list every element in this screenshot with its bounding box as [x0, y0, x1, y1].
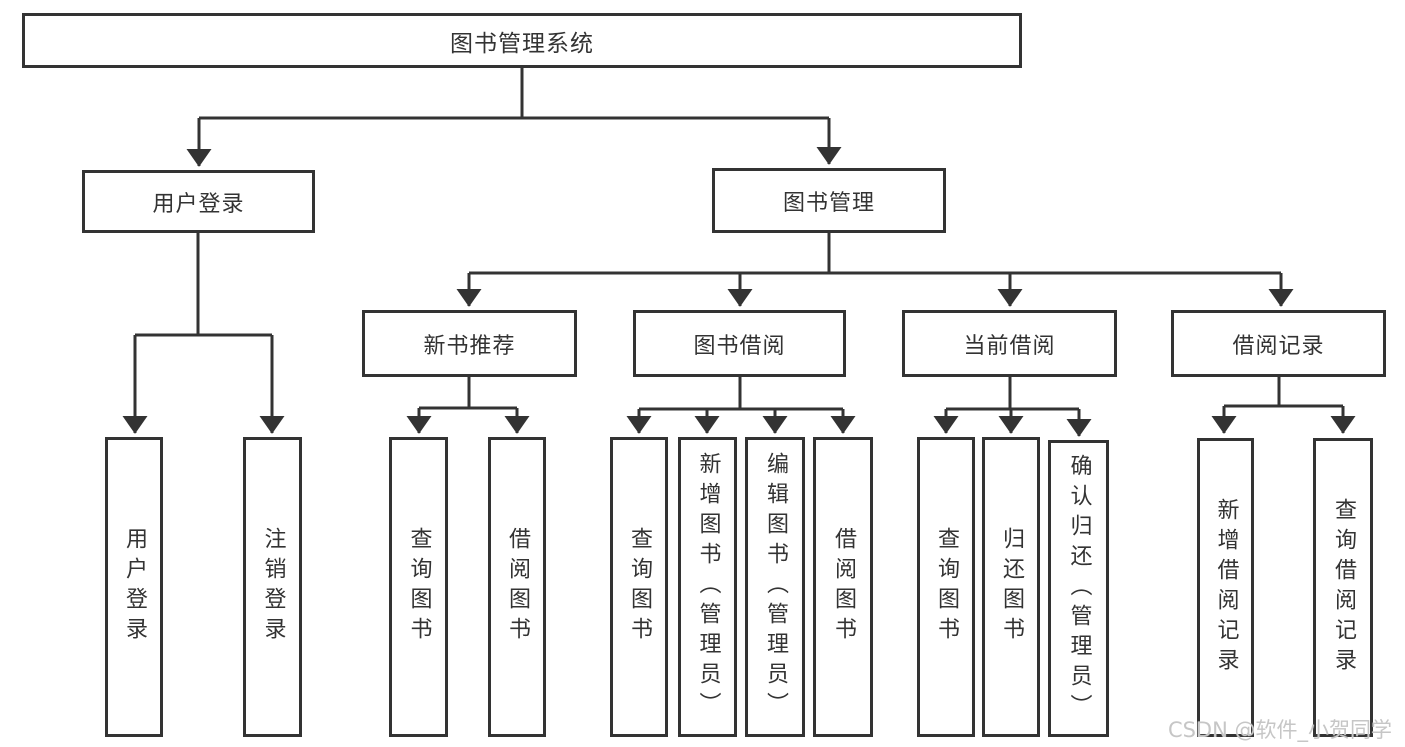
leaf-query-books-c-label: 查询图书 — [934, 527, 959, 647]
leaf-user-login-label: 用户登录 — [122, 527, 147, 647]
node-book-borrow-label: 图书借阅 — [693, 333, 786, 359]
node-book-mgmt-label: 图书管理 — [782, 190, 875, 216]
leaf-query-books-b: 查询图书 — [610, 437, 668, 737]
leaf-return-books-label: 归还图书 — [999, 527, 1024, 647]
csdn-watermark: CSDN @软件_小贺同学 — [1167, 718, 1392, 742]
leaf-borrow-books-b-label: 借阅图书 — [831, 527, 856, 647]
leaf-borrow-books-b: 借阅图书 — [813, 437, 873, 737]
leaf-query-borrow-record: 查询借阅记录 — [1313, 438, 1373, 737]
leaf-confirm-return-label: 确认归还（管理员） — [1066, 453, 1092, 724]
leaf-query-books-a: 查询图书 — [389, 437, 448, 737]
leaf-return-books: 归还图书 — [982, 437, 1040, 737]
node-current-borrow-label: 当前借阅 — [963, 333, 1056, 359]
node-new-book-rec-label: 新书推荐 — [423, 333, 516, 359]
leaf-add-books: 新增图书（管理员） — [678, 437, 737, 737]
leaf-logout: 注销登录 — [243, 437, 302, 737]
leaf-user-login: 用户登录 — [105, 437, 163, 737]
node-current-borrow: 当前借阅 — [902, 310, 1117, 377]
leaf-borrow-books-a: 借阅图书 — [488, 437, 546, 737]
leaf-add-books-label: 新增图书（管理员） — [695, 452, 721, 722]
node-borrow-record-label: 借阅记录 — [1232, 333, 1325, 359]
leaf-query-books-a-label: 查询图书 — [406, 527, 432, 647]
node-root-label: 图书管理系统 — [450, 30, 594, 57]
leaf-borrow-books-a-label: 借阅图书 — [505, 527, 530, 647]
node-user-login: 用户登录 — [82, 170, 315, 233]
node-book-borrow: 图书借阅 — [633, 310, 846, 377]
leaf-confirm-return: 确认归还（管理员） — [1048, 440, 1109, 737]
node-borrow-record: 借阅记录 — [1171, 310, 1386, 377]
leaf-logout-label: 注销登录 — [260, 527, 286, 647]
leaf-edit-books-label: 编辑图书（管理员） — [763, 452, 788, 722]
leaf-add-borrow-record-label: 新增借阅记录 — [1213, 497, 1239, 678]
leaf-query-books-c: 查询图书 — [917, 437, 975, 737]
leaf-query-books-b-label: 查询图书 — [627, 527, 652, 647]
node-new-book-rec: 新书推荐 — [362, 310, 577, 377]
node-user-login-label: 用户登录 — [152, 191, 245, 217]
leaf-edit-books: 编辑图书（管理员） — [745, 437, 805, 737]
leaf-add-borrow-record: 新增借阅记录 — [1197, 438, 1254, 737]
node-book-mgmt: 图书管理 — [712, 168, 946, 233]
node-root: 图书管理系统 — [22, 13, 1022, 68]
leaf-query-borrow-record-label: 查询借阅记录 — [1331, 497, 1356, 678]
